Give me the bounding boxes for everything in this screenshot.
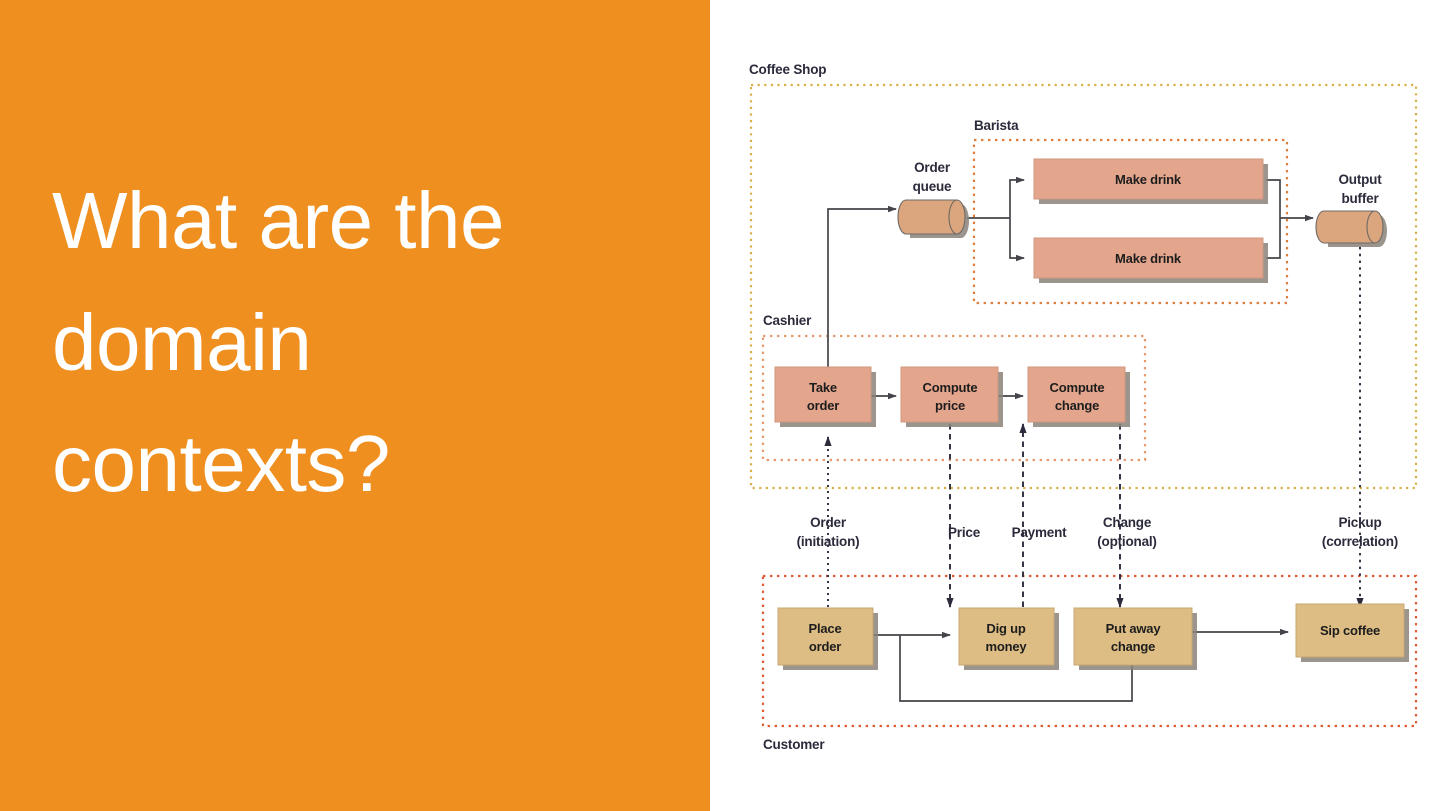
node-label-place-order-line2: order	[809, 639, 841, 654]
connector-make-drink-1-out	[1266, 179, 1281, 218]
connector-queue-to-make-drink-2	[1009, 218, 1025, 262]
node-sip-coffee-body	[1295, 603, 1405, 658]
store-label-output-buffer-line2: buffer	[1341, 191, 1379, 206]
node-label-put-away-change-line2: change	[1111, 639, 1155, 654]
flow-label-pickup-line2: (correlation)	[1322, 534, 1398, 549]
node-label-take-order-line2: order	[807, 398, 839, 413]
node-label-compute-change-line2: change	[1055, 398, 1099, 413]
store-order-queue-cap	[948, 199, 958, 235]
context-label-barista: Barista	[974, 118, 1019, 133]
cross-context-flows	[824, 247, 1364, 608]
slide-title: What are the domain contexts?	[52, 176, 505, 509]
flow-label-price: Price	[948, 525, 981, 540]
node-make-drink-1-body	[1033, 158, 1264, 200]
context-boundary-customer: Customer	[761, 574, 1418, 752]
node-compute-change[interactable]: Compute change	[1027, 366, 1130, 427]
store-order-queue-body	[897, 199, 966, 235]
connector-make-drink-2-out	[1266, 218, 1281, 259]
node-make-drink-2-body	[1033, 237, 1264, 279]
context-boundary-cashier: Cashier	[761, 313, 1147, 462]
connector-queue-to-make-drink-1	[1009, 176, 1025, 218]
title-panel: What are the domain contexts?	[0, 0, 710, 811]
store-label-order-queue-line2: queue	[913, 179, 952, 194]
context-label-customer: Customer	[763, 737, 825, 752]
store-output-buffer-body	[1315, 210, 1384, 244]
node-label-dig-up-money-line1: Dig up	[986, 621, 1025, 636]
store-output-buffer-cap	[1366, 210, 1376, 244]
node-place-order[interactable]: Place order	[777, 607, 878, 670]
flow-label-change-line2: (optional)	[1097, 534, 1156, 549]
node-put-away-change-body	[1073, 607, 1193, 666]
coffee-shop-context-diagram: Coffee Shop Barista Cashier Customer	[749, 62, 1418, 752]
node-label-make-drink-2: Make drink	[1115, 251, 1182, 266]
node-take-order-body	[774, 366, 872, 423]
flow-label-payment: Payment	[1012, 525, 1068, 540]
context-boundary-barista: Barista	[972, 118, 1289, 305]
node-take-order[interactable]: Take order	[774, 366, 876, 427]
coffee-shop-border	[749, 83, 1418, 490]
node-compute-change-body	[1027, 366, 1126, 423]
node-place-order-body	[777, 607, 874, 666]
node-label-sip-coffee: Sip coffee	[1320, 623, 1380, 638]
diagram-panel: Coffee Shop Barista Cashier Customer	[710, 0, 1441, 811]
node-label-compute-price-line1: Compute	[923, 380, 978, 395]
node-label-compute-change-line1: Compute	[1050, 380, 1105, 395]
node-label-put-away-change-line1: Put away	[1106, 621, 1162, 636]
store-label-order-queue-line1: Order	[914, 160, 951, 175]
node-compute-price[interactable]: Compute price	[900, 366, 1003, 427]
flow-label-order-line2: (initiation)	[797, 534, 860, 549]
node-label-take-order-line1: Take	[809, 380, 837, 395]
node-label-place-order-line1: Place	[809, 621, 842, 636]
node-dig-up-money[interactable]: Dig up money	[958, 607, 1059, 670]
node-make-drink-2[interactable]: Make drink	[1033, 237, 1268, 283]
connector-take-order-to-order-queue	[827, 205, 897, 371]
node-label-make-drink-1: Make drink	[1115, 172, 1182, 187]
node-make-drink-1[interactable]: Make drink	[1033, 158, 1268, 204]
context-label-coffee-shop: Coffee Shop	[749, 62, 826, 77]
node-sip-coffee[interactable]: Sip coffee	[1295, 603, 1409, 662]
context-label-cashier: Cashier	[763, 313, 812, 328]
context-boundary-coffee-shop: Coffee Shop	[749, 62, 1418, 490]
flow-label-pickup-line1: Pickup	[1338, 515, 1381, 530]
node-label-dig-up-money-line2: money	[986, 639, 1028, 654]
node-put-away-change[interactable]: Put away change	[1073, 607, 1197, 670]
node-label-compute-price-line2: price	[935, 398, 965, 413]
store-output-buffer[interactable]: Output buffer	[1315, 172, 1387, 247]
flow-labels: Order (initiation) Price Payment Change …	[797, 515, 1399, 549]
store-label-output-buffer-line1: Output	[1338, 172, 1382, 187]
flow-label-change-line1: Change	[1103, 515, 1152, 530]
node-compute-price-body	[900, 366, 999, 423]
cashier-border	[761, 334, 1147, 462]
customer-border	[761, 574, 1418, 728]
flow-label-order-line1: Order	[810, 515, 847, 530]
store-order-queue[interactable]: Order queue	[897, 160, 969, 238]
node-dig-up-money-body	[958, 607, 1055, 666]
